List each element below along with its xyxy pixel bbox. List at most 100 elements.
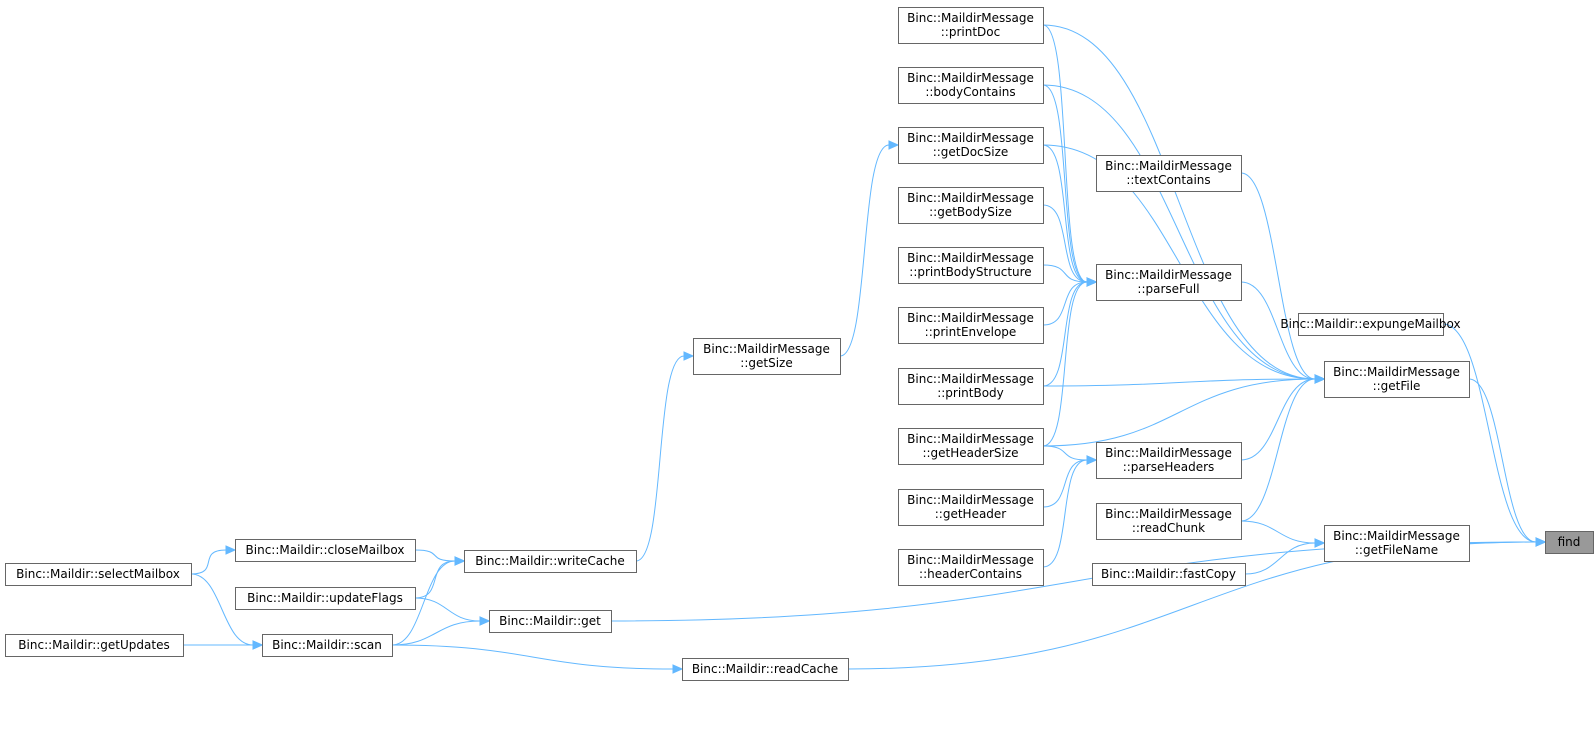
node-box [898,368,1044,405]
node-getUpdates[interactable]: Binc::Maildir::getUpdates [5,634,184,657]
edge-line [190,549,227,575]
node-getDocSize[interactable]: Binc::MaildirMessage::getDocSize [898,127,1044,164]
arrowhead [1314,374,1326,384]
edge-line [1042,378,1316,447]
node-label: ::parseHeaders [1123,460,1215,474]
edge-line [1042,459,1088,568]
node-box [898,489,1044,526]
node-bodyContains[interactable]: Binc::MaildirMessage::bodyContains [898,67,1044,104]
edge-line [1042,24,1316,380]
node-readChunk[interactable]: Binc::MaildirMessage::readChunk [1096,503,1242,540]
node-label: Binc::MaildirMessage [1105,159,1232,173]
arrowhead [672,664,684,674]
node-headerContains[interactable]: Binc::MaildirMessage::headerContains [898,549,1044,586]
node-textContains[interactable]: Binc::MaildirMessage::textContains [1096,155,1242,192]
edge-scan-to-writeCache [391,556,466,646]
arrowhead [1535,537,1547,547]
node-getFileName[interactable]: Binc::MaildirMessage::getFileName [1324,525,1470,562]
node-box [1096,503,1242,540]
edge-line [1042,204,1088,283]
node-box [898,428,1044,465]
edge-line [1042,144,1088,283]
arrowhead [252,640,264,650]
node-parseHeaders[interactable]: Binc::MaildirMessage::parseHeaders [1096,442,1242,479]
node-box [235,587,416,610]
edge-line [1240,281,1316,380]
edge-fastCopy-to-getFileName [1244,538,1326,575]
node-label: Binc::MaildirMessage [907,311,1034,325]
node-label: ::getDocSize [933,145,1009,159]
node-label: ::getFile [1373,379,1421,393]
node-label: Binc::MaildirMessage [907,11,1034,25]
node-updateFlags[interactable]: Binc::Maildir::updateFlags [235,587,416,610]
edge-getHeaderSize-to-parseFull [1042,277,1098,447]
arrowhead [1086,277,1098,287]
edge-line [1240,378,1316,522]
edge-line [414,560,456,599]
node-label: Binc::Maildir::selectMailbox [16,567,180,581]
node-getBodySize[interactable]: Binc::MaildirMessage::getBodySize [898,187,1044,224]
edge-getSize-to-getDocSize [839,140,900,357]
node-label: Binc::Maildir::readCache [692,662,838,676]
node-get[interactable]: Binc::Maildir::get [489,610,612,633]
node-scan[interactable]: Binc::Maildir::scan [262,634,393,657]
arrowhead [1086,455,1098,465]
node-box [5,563,192,586]
node-box [898,67,1044,104]
edge-scan-to-readCache [391,644,684,674]
node-printBodyStructure[interactable]: Binc::MaildirMessage::printBodyStructure [898,247,1044,284]
edge-bodyContains-to-getFile [1042,84,1326,384]
node-label: ::printDoc [941,25,1000,39]
node-box [898,187,1044,224]
node-label: Binc::MaildirMessage [907,553,1034,567]
node-label: Binc::MaildirMessage [1333,365,1460,379]
edge-line [391,620,481,646]
edge-line [1042,24,1088,283]
edge-parseHeaders-to-getFile [1240,374,1326,461]
node-closeMailbox[interactable]: Binc::Maildir::closeMailbox [235,539,416,562]
edge-line [1468,378,1537,543]
node-getHeaderSize[interactable]: Binc::MaildirMessage::getHeaderSize [898,428,1044,465]
node-expunge[interactable]: Binc::Maildir::expungeMailbox [1280,313,1461,336]
edge-line [1042,264,1088,283]
node-label: ::getBodySize [929,205,1012,219]
node-readCache[interactable]: Binc::Maildir::readCache [682,658,849,681]
node-label: ::bodyContains [925,85,1015,99]
edge-line [414,549,456,562]
node-label: Binc::MaildirMessage [907,493,1034,507]
node-label: ::getFileName [1355,543,1438,557]
node-label: Binc::Maildir::writeCache [475,554,624,568]
edge-line [1042,445,1088,461]
edge-line [414,597,481,622]
node-label: Binc::MaildirMessage [907,71,1034,85]
edge-readChunk-to-getFile [1240,374,1326,522]
edge-scan-to-get [391,616,491,646]
node-writeCache[interactable]: Binc::Maildir::writeCache [464,550,637,573]
node-parseFull[interactable]: Binc::MaildirMessage::parseFull [1096,264,1242,301]
arrowhead [454,556,466,566]
edge-line [1042,281,1088,387]
node-box [1096,155,1242,192]
node-fastCopy[interactable]: Binc::Maildir::fastCopy [1092,563,1246,586]
node-selectMailbox[interactable]: Binc::Maildir::selectMailbox [5,563,192,586]
node-printDoc[interactable]: Binc::MaildirMessage::printDoc [898,7,1044,44]
node-box [898,549,1044,586]
arrowhead [225,545,237,555]
node-label: ::headerContains [919,567,1022,581]
node-printEnvelope[interactable]: Binc::MaildirMessage::printEnvelope [898,307,1044,344]
node-getHeader[interactable]: Binc::MaildirMessage::getHeader [898,489,1044,526]
node-box [1298,313,1444,336]
node-box [235,539,416,562]
node-box [898,7,1044,44]
node-label: ::parseFull [1137,282,1199,296]
node-find[interactable]: find [1545,531,1594,554]
node-box [5,634,184,657]
node-getFile[interactable]: Binc::MaildirMessage::getFile [1324,361,1470,398]
edge-line [1042,84,1316,380]
node-label: Binc::Maildir::expungeMailbox [1280,317,1460,331]
node-label: Binc::MaildirMessage [1105,268,1232,282]
node-printBody[interactable]: Binc::MaildirMessage::printBody [898,368,1044,405]
node-getSize[interactable]: Binc::MaildirMessage::getSize [693,338,841,375]
edge-line [391,644,674,670]
edge-textContains-to-getFile [1240,172,1326,384]
